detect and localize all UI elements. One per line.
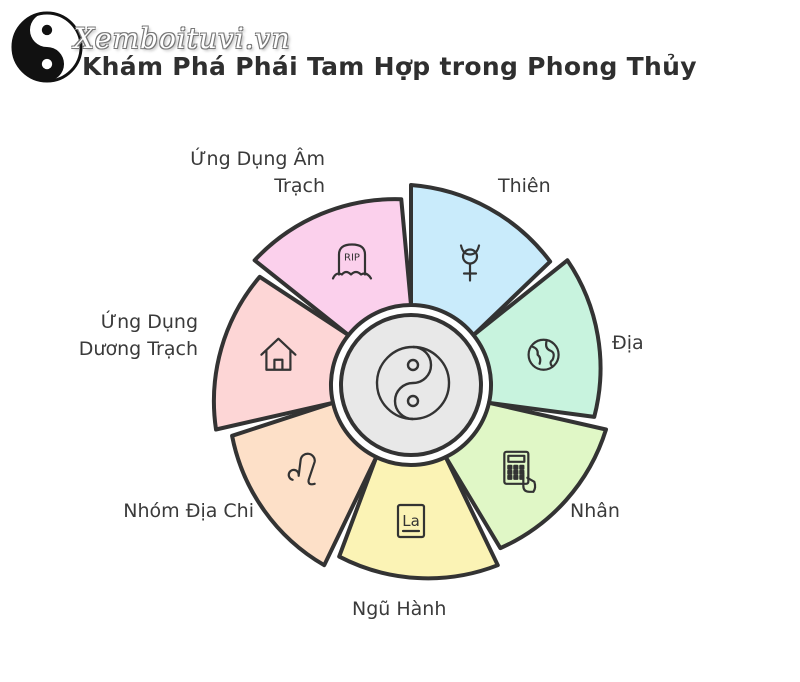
element-tile-icon: La xyxy=(396,503,426,539)
segment-nhom-dia-chi xyxy=(230,400,379,568)
globe-icon xyxy=(527,338,560,371)
segment-ngu-hanh xyxy=(337,455,500,581)
element-tile-text: La xyxy=(402,512,420,530)
house-icon xyxy=(260,337,297,371)
segment-nhan xyxy=(443,400,608,551)
segment-thien xyxy=(409,183,553,338)
calculator-icon xyxy=(503,450,537,493)
label-nhom-dia-chi: Nhóm Địa Chi xyxy=(123,498,254,525)
watermark: Xemboituvi.vn xyxy=(74,22,291,55)
label-line: Ứng Dụng Âm xyxy=(190,148,325,170)
tombstone-icon: RIP xyxy=(331,243,373,280)
segment-am-trach xyxy=(252,197,414,338)
label-line: Dương Trạch xyxy=(78,338,198,360)
label-dia: Địa xyxy=(612,330,644,357)
label-thien: Thiên xyxy=(498,173,551,200)
label-am-trach: Ứng Dụng Âm Trạch xyxy=(190,146,325,200)
label-ngu-hanh: Ngũ Hành xyxy=(352,596,446,623)
yin-yang-icon xyxy=(375,345,451,421)
label-line: Ứng Dụng xyxy=(100,311,198,333)
venus-symbol-icon xyxy=(459,244,481,282)
page-title: Khám Phá Phái Tam Hợp trong Phong Thủy xyxy=(82,52,697,81)
tombstone-text: RIP xyxy=(344,252,360,263)
label-line: Nhân xyxy=(570,500,620,522)
segment-duong-trach xyxy=(211,274,351,432)
segment-dia xyxy=(471,258,603,419)
label-line: Ngũ Hành xyxy=(352,598,447,620)
center-hub xyxy=(339,313,483,457)
label-line: Thiên xyxy=(498,175,551,197)
label-nhan: Nhân xyxy=(570,498,620,525)
yin-yang-logo-icon xyxy=(11,11,83,83)
leo-symbol-icon xyxy=(287,452,316,486)
label-line: Địa xyxy=(612,332,644,354)
label-line: Trạch xyxy=(274,175,325,197)
label-line: Nhóm Địa Chi xyxy=(123,500,254,522)
